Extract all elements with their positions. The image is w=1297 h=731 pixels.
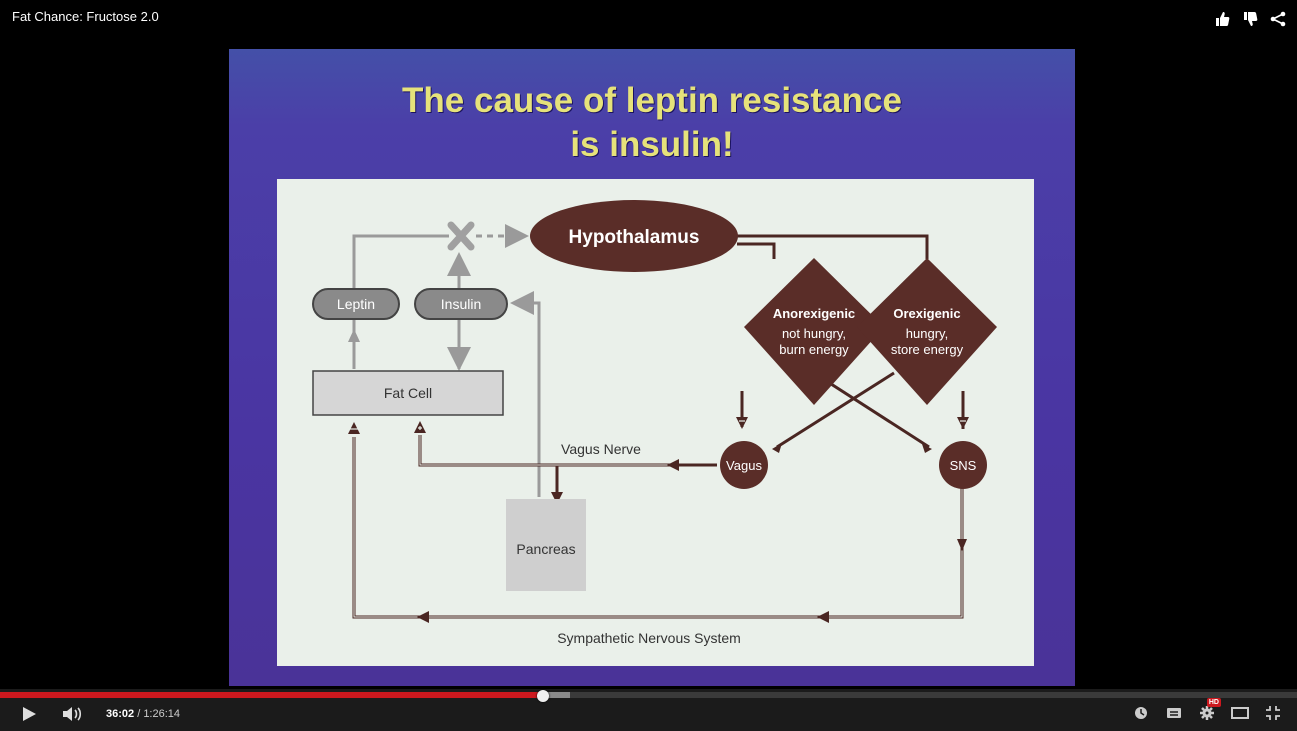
pancreas-label: Pancreas — [516, 541, 575, 557]
player-controls: 36:02 / 1:26:14 HD — [0, 689, 1297, 731]
hd-badge: HD — [1206, 698, 1221, 707]
blocked-x-icon — [447, 221, 475, 251]
fullscreen-exit-button[interactable] — [1263, 704, 1283, 722]
watch-later-icon — [1135, 707, 1147, 719]
anorexigenic-sub1: not hungry, — [782, 326, 846, 341]
captions-button[interactable] — [1164, 704, 1184, 722]
volume-button[interactable] — [62, 703, 88, 725]
progress-played — [0, 692, 544, 698]
vagus-label: Vagus — [726, 458, 762, 473]
controls-right: HD — [1131, 698, 1283, 722]
leptin-node — [312, 288, 400, 320]
sns-label: SNS — [950, 458, 977, 473]
anorexigenic-label: Anorexigenic — [773, 306, 855, 321]
hypothalamus-node — [530, 200, 738, 272]
vagus-node — [720, 441, 768, 489]
orexigenic-node — [857, 258, 997, 405]
pancreas-node — [506, 499, 586, 591]
insulin-node — [414, 288, 508, 320]
slide-title-line-1: The cause of leptin resistance — [402, 81, 902, 120]
play-button[interactable] — [18, 703, 40, 725]
anorexigenic-sub2: burn energy — [779, 342, 849, 357]
time-separator: / — [134, 708, 144, 720]
dislike-icon[interactable] — [1241, 10, 1259, 28]
orexigenic-sub1: hungry, — [906, 326, 948, 341]
leptin-label: Leptin — [337, 296, 375, 312]
controls-left: 36:02 / 1:26:14 — [18, 703, 180, 725]
title-bar: Fat Chance: Fructose 2.0 — [0, 0, 1297, 36]
presentation-slide: The cause of leptin resistance is insuli… — [229, 49, 1075, 686]
like-icon[interactable] — [1213, 10, 1231, 28]
slide-title: The cause of leptin resistance is insuli… — [229, 79, 1075, 167]
volume-icon — [63, 707, 82, 721]
top-actions — [1213, 10, 1287, 28]
current-time: 36:02 — [106, 708, 135, 720]
time-display: 36:02 / 1:26:14 — [106, 708, 180, 720]
anorexigenic-node — [744, 258, 884, 405]
hypothalamus-label: Hypothalamus — [569, 227, 700, 248]
settings-icon — [1200, 706, 1214, 720]
duration: 1:26:14 — [143, 708, 181, 720]
play-icon — [23, 707, 36, 721]
settings-button[interactable]: HD — [1197, 698, 1221, 722]
sns-node — [939, 441, 987, 489]
diagram-svg: Hypothalamus Leptin Insulin Fat Cell Ano… — [312, 200, 997, 646]
theater-mode-icon — [1231, 707, 1249, 719]
fat-cell-node — [312, 370, 504, 416]
watch-later-button[interactable] — [1131, 704, 1151, 722]
sympathetic-label: Sympathetic Nervous System — [557, 630, 741, 646]
progress-scrubber[interactable] — [537, 690, 550, 702]
fullscreen-exit-icon — [1266, 706, 1280, 720]
theater-mode-button[interactable] — [1230, 704, 1250, 722]
captions-icon — [1167, 708, 1181, 718]
hormone-diagram: Hypothalamus Leptin Insulin Fat Cell Ano… — [277, 179, 1034, 666]
orexigenic-label: Orexigenic — [893, 306, 960, 321]
orexigenic-sub2: store energy — [891, 342, 964, 357]
vagus-nerve-label: Vagus Nerve — [561, 441, 641, 457]
video-title[interactable]: Fat Chance: Fructose 2.0 — [12, 9, 159, 24]
slide-title-line-2: is insulin! — [570, 125, 734, 164]
insulin-label: Insulin — [441, 296, 481, 312]
progress-bar[interactable] — [0, 690, 1297, 702]
fat-cell-label: Fat Cell — [384, 385, 432, 401]
share-icon[interactable] — [1269, 10, 1287, 28]
